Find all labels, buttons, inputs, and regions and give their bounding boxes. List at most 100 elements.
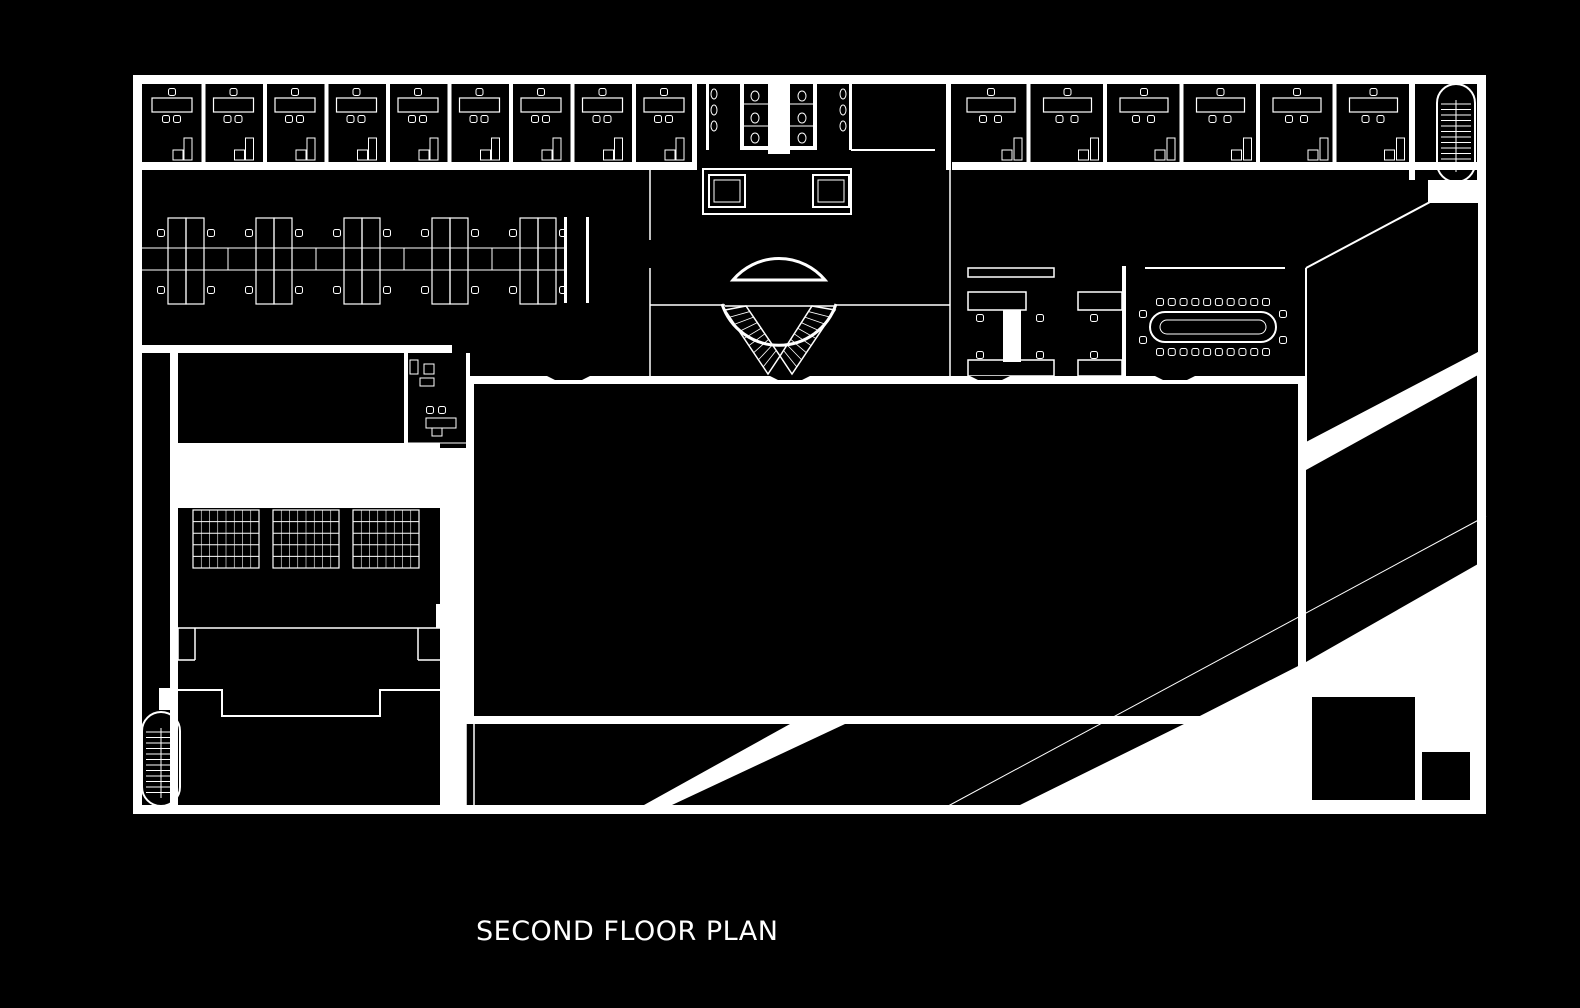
central-core	[649, 84, 951, 376]
stair-tread	[790, 339, 807, 353]
cabin-desk	[212, 97, 255, 113]
feature-stair-curve	[720, 303, 838, 347]
cabin-chair-head	[229, 88, 238, 96]
cabin-cabinet	[675, 137, 685, 161]
workstation-chair	[383, 286, 391, 294]
left-cabin-row	[151, 79, 686, 166]
cabin-side-chair	[1307, 149, 1319, 161]
workstation-desk	[167, 217, 187, 305]
cabin-partition	[201, 84, 206, 166]
workstation-desk	[361, 217, 381, 305]
cabin-chair-head	[660, 88, 668, 96]
building-walls	[133, 75, 1486, 814]
toilet-block	[706, 84, 935, 154]
lift-lobby-frame	[702, 168, 852, 215]
workstation-chair	[383, 229, 391, 237]
washbasin	[710, 88, 718, 100]
wall-core-east	[946, 84, 951, 170]
cabin-left	[386, 79, 440, 166]
cabin-side-chair	[172, 149, 184, 161]
cabin-left	[324, 79, 379, 166]
toilet-wall	[813, 84, 817, 148]
cabin-desk	[643, 97, 685, 113]
wall-cabin-row-left	[142, 162, 692, 170]
conference-chair	[1179, 298, 1188, 306]
conference-chair	[1250, 348, 1259, 356]
stair-tread	[786, 344, 802, 361]
cabin-cabinet	[429, 137, 439, 161]
workstation-chair	[333, 286, 341, 294]
workstation-desk	[449, 217, 469, 305]
cabin-side-chair	[1154, 149, 1166, 161]
stair-tread	[758, 344, 773, 361]
cabin-cabinet	[1013, 137, 1023, 161]
toilet-fixture	[797, 132, 807, 144]
cabin-side-chair	[1384, 149, 1395, 161]
cabin-chair-visitor	[1055, 115, 1064, 123]
cabin-desk	[1195, 97, 1246, 113]
lift-car	[812, 174, 850, 208]
cabin-side-chair	[418, 149, 430, 161]
cabin-chair-visitor	[162, 115, 170, 123]
cabin-cabinet	[183, 137, 193, 161]
stair-tread	[729, 311, 750, 318]
cabin-partition	[263, 84, 267, 166]
cabin-door-marker	[594, 79, 619, 84]
wall-corridor-left	[170, 353, 178, 813]
wall-storage-band	[178, 443, 440, 508]
workstation-chair	[509, 229, 517, 237]
duct-shaft-void	[1422, 752, 1470, 800]
cabin-desk	[335, 97, 378, 113]
washbasin	[710, 104, 718, 116]
meeting-side-table	[1077, 291, 1123, 311]
cabin-desk	[151, 97, 193, 113]
meeting-table	[967, 291, 1027, 311]
cabin-door-marker	[1135, 79, 1165, 84]
workstation-cluster	[245, 217, 317, 305]
cabin-partition	[1179, 84, 1184, 166]
conference-chair	[1203, 348, 1212, 356]
cabin-desk	[520, 97, 562, 113]
right-cabin-row	[966, 79, 1407, 166]
lift-car-inner	[713, 179, 741, 203]
stair-tread	[797, 327, 817, 339]
reception-stool	[431, 427, 443, 437]
meeting-bench	[1077, 359, 1123, 377]
cabin-desk	[274, 97, 316, 113]
workstation-chair	[509, 286, 517, 294]
cabin-right	[1026, 79, 1101, 166]
wall-left	[133, 75, 142, 814]
toilet-fixture	[750, 90, 760, 102]
cabin-chair-head	[1293, 88, 1301, 96]
cabin-chair-visitor	[357, 115, 366, 123]
cabin-partition	[632, 84, 636, 166]
cabin-side-chair	[1231, 149, 1242, 161]
open-workstation-area	[142, 217, 589, 445]
stair-tread	[743, 327, 762, 339]
conference-chair	[1179, 348, 1188, 356]
cabin-partition	[570, 84, 575, 166]
workstation-desk	[537, 217, 557, 305]
conference-chair	[1279, 310, 1287, 318]
door-opening	[970, 376, 1010, 380]
workstation-chair	[333, 229, 341, 237]
cabin-chair-visitor	[1376, 115, 1385, 123]
cabin-left	[263, 79, 317, 166]
wall-workstation-south	[142, 345, 452, 353]
cabin-door-marker	[1058, 79, 1089, 84]
stair-tread	[804, 316, 826, 325]
conference-table-inner	[1159, 319, 1267, 335]
cabin-cabinet	[1396, 137, 1405, 161]
workstation-chair	[157, 229, 165, 237]
cabin-chair-head	[1063, 88, 1072, 96]
cabin-chair-visitor	[665, 115, 673, 123]
stair-tread	[762, 350, 777, 368]
cabin-cabinet	[1166, 137, 1176, 161]
cabin-chair-visitor	[654, 115, 662, 123]
cabin-chair-visitor	[979, 115, 987, 123]
cabin-chair-visitor	[234, 115, 243, 123]
cabin-side-chair	[357, 149, 368, 161]
cabin-partition	[324, 84, 329, 166]
conference-chair	[1191, 298, 1200, 306]
